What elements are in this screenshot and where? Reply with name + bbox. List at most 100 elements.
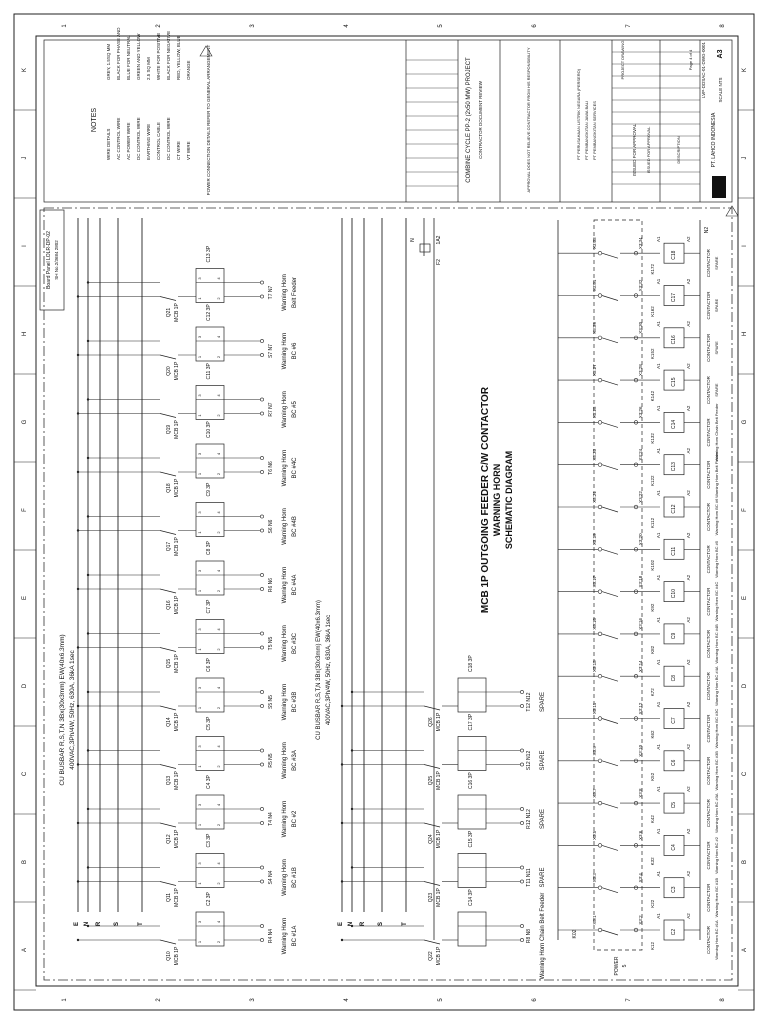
mcb-tag: Q15 xyxy=(166,659,172,669)
grid-letter: C xyxy=(742,771,748,776)
terminal-tag: X3:22 xyxy=(638,491,643,503)
purpose: ISSUED FOR APPROVAL xyxy=(646,126,651,173)
contact-switch xyxy=(601,845,619,851)
mcb-switch xyxy=(159,647,177,652)
phase-label-n: N xyxy=(348,922,354,926)
notes-value: BLACK FOR NEGATIVE xyxy=(166,31,171,80)
pole-number: 3 xyxy=(197,686,202,689)
coil-k-tag: K142 xyxy=(650,390,655,401)
terminal xyxy=(520,748,524,753)
mcb-switch xyxy=(159,588,177,594)
pole-number: 3 xyxy=(197,862,202,865)
terminal-tag: T4 N4 xyxy=(268,812,274,826)
terminal xyxy=(597,504,603,510)
junction-dot xyxy=(86,456,90,460)
pole-number: 1 xyxy=(197,940,202,943)
terminal xyxy=(260,938,264,942)
contactor-box xyxy=(195,502,225,537)
mcb-tag: Q11 xyxy=(166,893,172,902)
pole-number: 3 xyxy=(197,628,202,631)
coil-a1: A1 xyxy=(656,363,661,369)
pole-number: 4 xyxy=(216,335,221,338)
junction-dot xyxy=(76,646,80,649)
coil-a1: A1 xyxy=(656,701,661,707)
terminal-tag: R8 N8 xyxy=(526,929,532,943)
coil-a2: A2 xyxy=(686,574,691,580)
mcb-switch xyxy=(423,822,441,828)
terminal-power: POWER xyxy=(614,956,620,975)
grid-letter: B xyxy=(22,860,28,864)
mcb-switch xyxy=(423,764,441,769)
junction-dot xyxy=(76,295,80,298)
junction-dot xyxy=(340,880,344,883)
notes-line: DC CONTROL WIRE xyxy=(136,117,141,160)
notes-value: 2.5 SQ MM xyxy=(146,57,151,80)
coil-a2: A2 xyxy=(686,870,691,876)
grid-letter: K xyxy=(22,68,28,72)
junction-dot xyxy=(86,515,90,518)
terminal-tag: X3:29 xyxy=(592,321,597,333)
junction-dot xyxy=(350,807,354,811)
coil-contactor: CONTACTOR xyxy=(706,671,711,700)
coil-a1: A1 xyxy=(656,321,661,327)
coil-contactor: CONTACTOR xyxy=(706,756,711,785)
contactor-tag: C16 3P xyxy=(468,772,474,789)
coil-descr: Warning Horn BC #4C xyxy=(714,582,719,622)
coil-a1: A1 xyxy=(656,870,661,876)
mcb-type: MCB 1P xyxy=(174,595,180,614)
contact-switch xyxy=(601,760,619,767)
terminal-tag: X3:12 xyxy=(638,702,643,714)
notes-line: AC POWER WIRE xyxy=(126,122,131,160)
junction-dot xyxy=(76,353,80,357)
revision-triangle xyxy=(199,45,213,57)
mcb-switch xyxy=(159,413,177,418)
contact-switch xyxy=(601,675,619,682)
pole-number: 4 xyxy=(216,452,221,455)
coil-contactor: CONTACTOR xyxy=(706,502,711,531)
client-line: PT PEMBANGKITAN SERVICES xyxy=(592,101,597,160)
junction-dot xyxy=(86,339,90,343)
coil-a2: A2 xyxy=(686,828,691,834)
terminal-tag: T7 N7 xyxy=(268,285,274,299)
terminal xyxy=(597,800,603,806)
coil-k-tag: K32 xyxy=(650,857,655,866)
feeder-label: SPARE xyxy=(540,692,546,712)
coil-descr: Warning Horn BC #3B xyxy=(714,751,719,791)
notes-line: DC CONTROL WIRE xyxy=(166,117,171,160)
pole-number: 3 xyxy=(197,452,202,455)
description-head: DESCRIPTION xyxy=(676,136,681,163)
coil-contactor: CONTACTOR xyxy=(706,841,711,870)
coil-k-tag: K22 xyxy=(650,899,655,908)
terminal xyxy=(520,807,524,811)
coil-a1: A1 xyxy=(656,744,661,750)
grid-number: 8 xyxy=(720,24,726,28)
pole-number: 3 xyxy=(197,569,202,572)
junction-dot xyxy=(86,632,90,635)
mcb-type: MCB 1P xyxy=(174,771,180,790)
coil-contactor: CONTACTOR xyxy=(706,460,711,489)
terminal-tag: X3:20 xyxy=(638,533,643,545)
feeder-descr: Warning Horn xyxy=(282,333,288,370)
board-label: Board Panel LOLR-DP-02 xyxy=(46,231,52,289)
terminal xyxy=(260,353,264,357)
feeder-label: SPARE xyxy=(540,751,546,771)
feeder-label: BC #3B xyxy=(292,692,298,713)
pole-number: 4 xyxy=(216,920,221,923)
terminal xyxy=(260,821,264,825)
coil-a2: A2 xyxy=(686,321,691,327)
coil-tag: C15 xyxy=(671,377,677,386)
terminal-tag: X3:11 xyxy=(592,702,597,714)
contactor-box xyxy=(457,794,487,830)
terminal-tag: X3:21 xyxy=(592,491,597,503)
terminal-tag: X3:5 xyxy=(592,830,597,840)
mcb-type: MCB 1P xyxy=(436,946,442,965)
notes-value: RED, YELLOW, BLUE xyxy=(176,35,181,80)
feeder-descr: Warning Horn xyxy=(282,391,288,428)
